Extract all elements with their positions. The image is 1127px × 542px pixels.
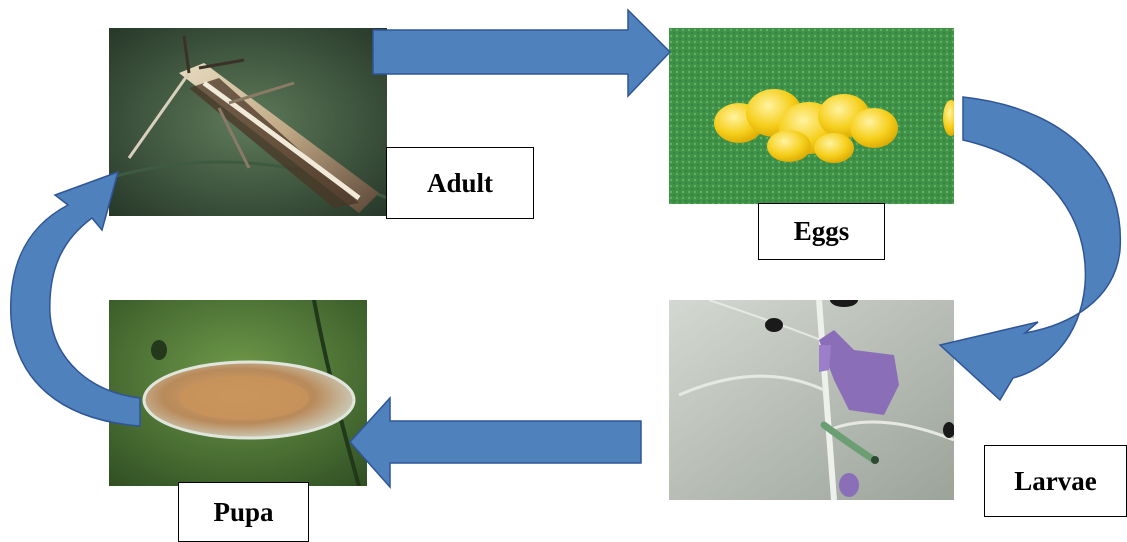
adult-moth-photo bbox=[109, 28, 387, 216]
eggs-label: Eggs bbox=[758, 203, 885, 260]
larvae-label: Larvae bbox=[984, 445, 1127, 517]
arrow-larvae-to-pupa bbox=[350, 398, 641, 487]
arrow-eggs-to-larvae bbox=[940, 97, 1120, 400]
arrow-adult-to-eggs bbox=[373, 10, 670, 96]
pupa-label: Pupa bbox=[178, 482, 309, 542]
pupa-photo bbox=[109, 300, 367, 486]
eggs-photo bbox=[669, 28, 954, 204]
adult-label: Adult bbox=[386, 147, 534, 219]
larvae-photo bbox=[669, 300, 954, 500]
